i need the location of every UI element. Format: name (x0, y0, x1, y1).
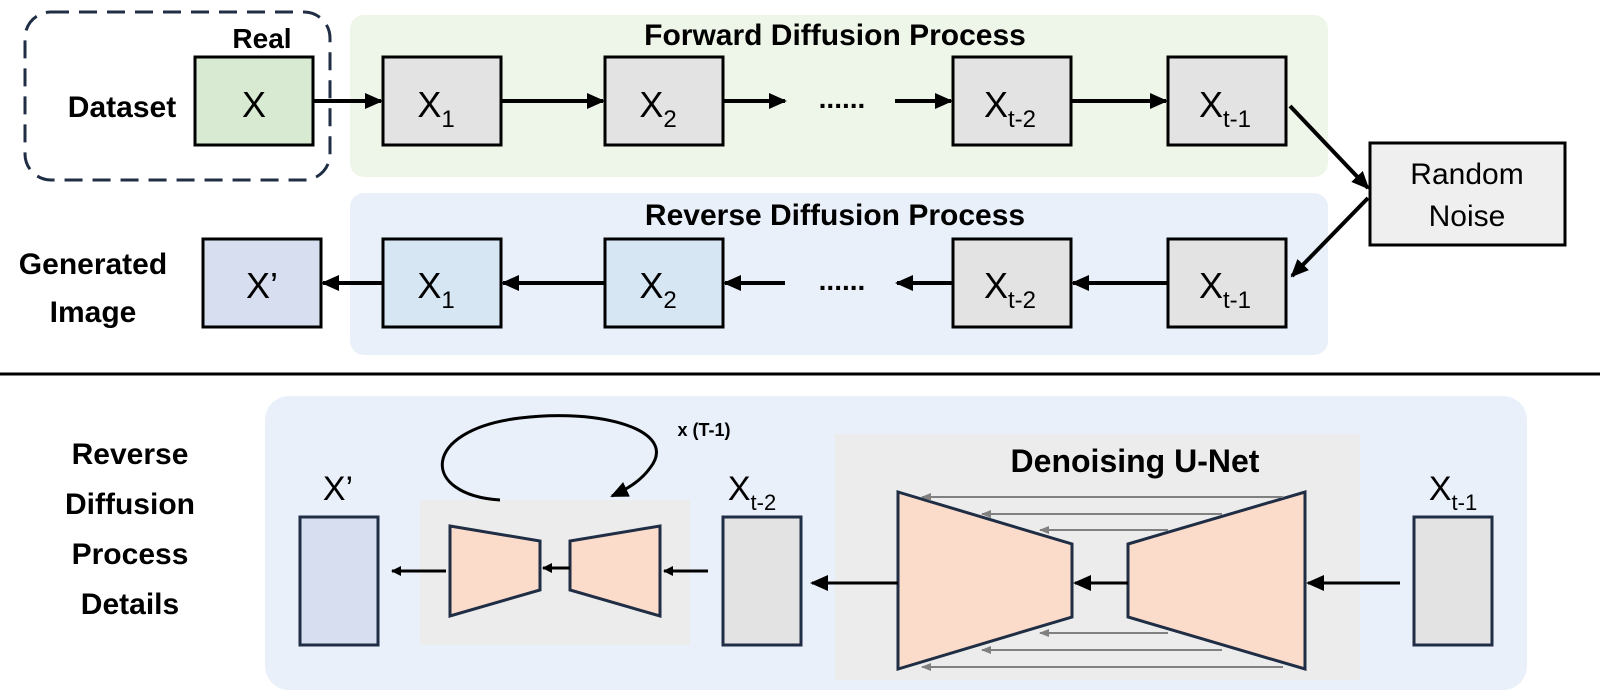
box-reverse-x2: X2 (603, 237, 725, 329)
unet-title: Denoising U-Net (1011, 443, 1260, 479)
reverse-ellipsis: ...... (819, 265, 866, 296)
dataset-group (23, 10, 332, 182)
arrow-noise-to-reverse-xt1 (1290, 196, 1370, 278)
svg-text:X2: X2 (639, 265, 676, 314)
bottom-xt1-label: Xt-1 (1429, 470, 1477, 515)
real-label: Real (232, 23, 291, 54)
box-generated-xprime: X’ (201, 237, 323, 329)
reverse-title: Reverse Diffusion Process (645, 199, 1025, 232)
svg-text:X2: X2 (639, 84, 676, 133)
details-label-1: Reverse (72, 438, 189, 471)
details-label-3: Process (72, 538, 189, 571)
forward-ellipsis: ...... (819, 83, 866, 114)
box-reverse-x1: X1 (381, 237, 503, 329)
box-forward-x2: X2 (603, 55, 725, 147)
details-label-2: Diffusion (65, 488, 195, 521)
generated-label-1: Generated (19, 248, 167, 281)
box-x-real: X (193, 55, 315, 147)
details-label-4: Details (81, 588, 179, 621)
bottom-xt2-box (721, 515, 803, 647)
svg-text:Random: Random (1410, 158, 1523, 191)
box-forward-xt1: Xt-1 (1166, 55, 1288, 147)
random-noise-box: Random Noise (1368, 141, 1567, 247)
dataset-label: Dataset (68, 91, 176, 124)
box-reverse-xt2: Xt-2 (951, 237, 1073, 329)
loop-label: x (T-1) (677, 420, 730, 440)
svg-text:X1: X1 (417, 265, 454, 314)
bottom-xt2-label: Xt-2 (728, 470, 776, 515)
svg-text:Xt-2: Xt-2 (984, 84, 1036, 133)
small-encoder (448, 524, 542, 618)
box-reverse-xt1: Xt-1 (1166, 237, 1288, 329)
svg-text:Xt-1: Xt-1 (1199, 84, 1251, 133)
loop-arrow (441, 414, 658, 502)
reverse-process-panel (350, 193, 1328, 355)
svg-text:Noise: Noise (1429, 200, 1506, 233)
svg-text:X: X (242, 84, 266, 125)
svg-text:Xt-1: Xt-1 (1199, 265, 1251, 314)
arrow-xt1-to-noise (1288, 104, 1370, 190)
unet-encoder (1126, 489, 1307, 672)
generated-label-2: Image (50, 296, 137, 329)
forward-title: Forward Diffusion Process (644, 19, 1026, 52)
forward-process-panel (350, 15, 1328, 177)
bottom-xprime-label: X’ (323, 470, 353, 508)
svg-text:X1: X1 (417, 84, 454, 133)
svg-text:Xt-2: Xt-2 (984, 265, 1036, 314)
small-decoder (568, 524, 662, 618)
bottom-xt1-box (1412, 515, 1494, 647)
svg-text:X’: X’ (246, 265, 278, 306)
box-forward-x1: X1 (381, 55, 503, 147)
unet-decoder (896, 489, 1074, 672)
box-forward-xt2: Xt-2 (951, 55, 1073, 147)
bottom-xprime-box (298, 515, 380, 647)
